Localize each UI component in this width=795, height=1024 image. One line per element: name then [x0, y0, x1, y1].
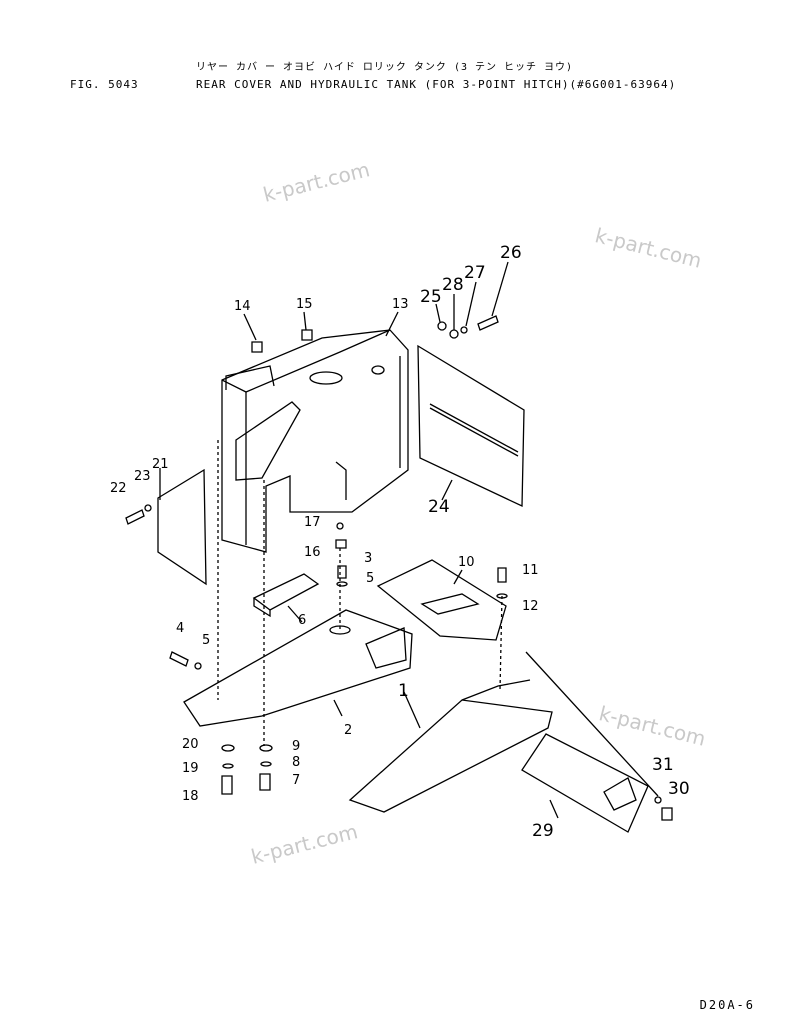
- callout-31: 31: [652, 755, 674, 775]
- hydraulic-tank: [221, 329, 409, 553]
- callout-21: 21: [152, 457, 169, 472]
- callout-17: 17: [304, 515, 321, 530]
- callout-26: 26: [500, 243, 522, 263]
- figure-number: FIG. 5043: [70, 78, 139, 91]
- callout-10: 10: [458, 555, 475, 570]
- callout-11: 11: [522, 563, 539, 578]
- callout-24: 24: [428, 497, 450, 517]
- callout-30: 30: [668, 779, 690, 799]
- callout-2: 2: [344, 723, 352, 738]
- callout-13: 13: [392, 297, 409, 312]
- rear-cover-24: [417, 344, 525, 508]
- callout-4: 4: [176, 621, 184, 636]
- callout-14: 14: [234, 299, 251, 314]
- callout-23: 23: [134, 469, 151, 484]
- callout-15: 15: [296, 297, 313, 312]
- callout-22: 22: [110, 481, 127, 496]
- base-frame-2: [183, 609, 413, 727]
- callout-5: 5: [366, 571, 374, 586]
- callout-3: 3: [364, 551, 372, 566]
- plate-29: [521, 733, 649, 833]
- callout-16: 16: [304, 545, 321, 560]
- callout-7: 7: [292, 773, 300, 788]
- callout-18: 18: [182, 789, 199, 804]
- page-code: D20A-6: [699, 998, 755, 1012]
- cover-plate-10: [376, 559, 507, 641]
- callout-19: 19: [182, 761, 199, 776]
- callout-29: 29: [532, 821, 554, 841]
- fasteners: [125, 315, 673, 821]
- callout-6: 6: [298, 613, 306, 628]
- callout-1: 1: [398, 681, 409, 701]
- callout-12: 12: [522, 599, 539, 614]
- callout-27: 27: [464, 263, 486, 283]
- callout-9: 9: [292, 739, 300, 754]
- callout-28: 28: [442, 275, 464, 295]
- bracket-6: [252, 573, 320, 618]
- callout-25: 25: [420, 287, 442, 307]
- leader-lines: [159, 261, 659, 819]
- title-japanese: リヤー カバ ー オヨビ ハイド ロリック タンク (3 テン ヒッチ ヨウ): [196, 62, 574, 73]
- title-english: REAR COVER AND HYDRAULIC TANK (FOR 3-POI…: [196, 78, 677, 91]
- callout-20: 20: [182, 737, 199, 752]
- callout-5b: 5: [202, 633, 210, 648]
- frame-1: [348, 679, 553, 813]
- side-cover-21: [157, 468, 207, 586]
- callout-8: 8: [292, 755, 300, 770]
